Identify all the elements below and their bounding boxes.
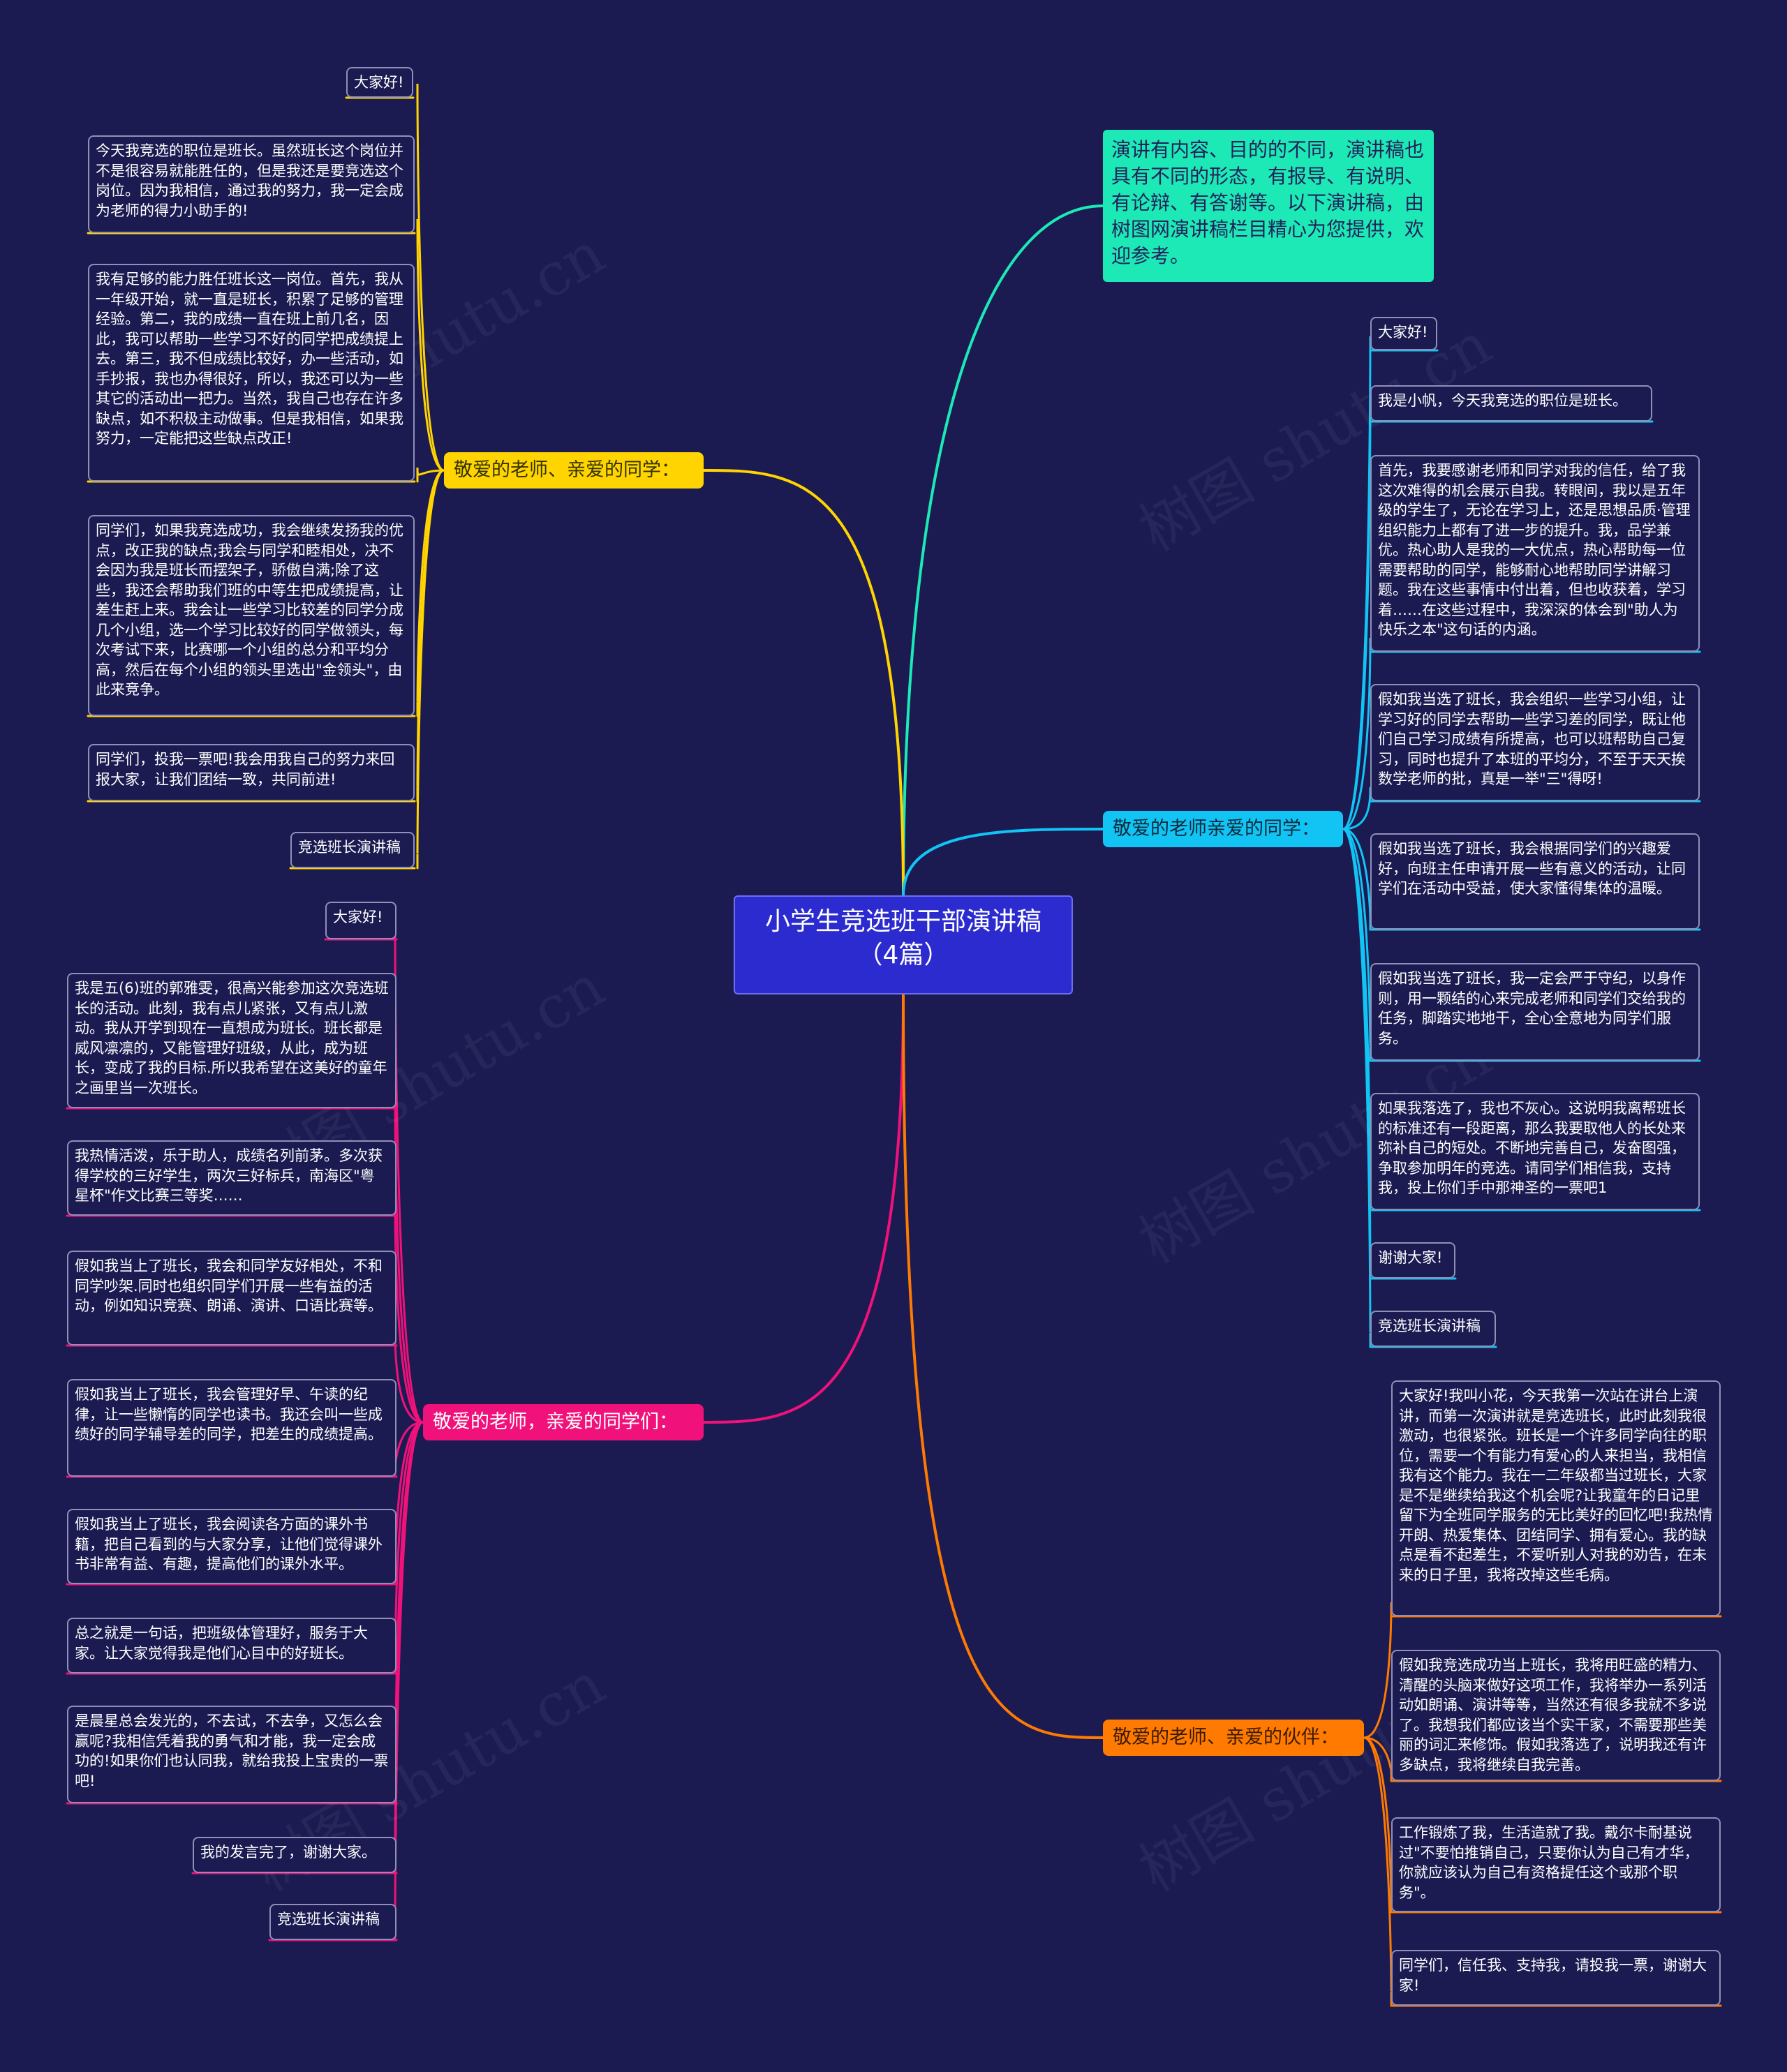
leaf-note[interactable]: 我是小帆，今天我竞选的职位是班长。 (1370, 385, 1652, 422)
leaf-connector (1363, 1602, 1393, 1739)
leaf-connector (1363, 1736, 1393, 2007)
leaf-note[interactable]: 竞选班长演讲稿 (290, 832, 415, 868)
leaf-note[interactable]: 今天我竞选的职位是班长。虽然班长这个岗位并不是很容易就能胜任的，但是我还是要竞选… (88, 135, 415, 233)
leaf-note[interactable]: 假如我竞选成功当上班长，我将用旺盛的精力、清醒的头脑来做好这项工作，我将举办一系… (1391, 1650, 1721, 1781)
leaf-connector (1342, 828, 1372, 931)
leaf-connector (416, 469, 445, 717)
leaf-connector (1363, 1736, 1393, 1782)
leaf-note[interactable]: 谢谢大家! (1370, 1242, 1455, 1279)
leaf-note[interactable]: 大家好! (325, 902, 396, 939)
leaf-note[interactable]: 我有足够的能力胜任班长这一岗位。首先，我从一年级开始，就一直是班长，积累了足够的… (88, 264, 415, 482)
leaf-connector (1342, 828, 1372, 1062)
leaf-note[interactable]: 竞选班长演讲稿 (1370, 1311, 1496, 1347)
leaf-note[interactable]: 同学们，投我一票吧!我会用我自己的努力来回报大家，让我们团结一致，共同前进! (88, 744, 415, 801)
leaf-connector (1342, 828, 1372, 1348)
leaf-note[interactable]: 我的发言完了，谢谢大家。 (193, 1837, 396, 1873)
branch-connector-1 (702, 469, 905, 897)
branch-topic-1[interactable]: 敬爱的老师、亲爱的同学： (444, 452, 704, 489)
branch-topic-4[interactable]: 敬爱的老师、亲爱的伙伴： (1103, 1720, 1364, 1756)
leaf-note[interactable]: 总之就是一句话，把班级体管理好，服务于大家。让大家觉得我是他们心目中的好班长。 (67, 1618, 396, 1674)
leaf-note[interactable]: 假如我当选了班长，我会根据同学们的兴趣爱好，向班主任申请开展一些有意义的活动，让… (1370, 833, 1700, 930)
leaf-note[interactable]: 假如我当选了班长，我会组织一些学习小组，让学习好的同学去帮助一些学习差的同学，既… (1370, 684, 1700, 801)
leaf-note[interactable]: 假如我当上了班长，我会和同学友好相处，不和同学吵架.同时也组织同学们开展一些有益… (67, 1251, 396, 1346)
leaf-note[interactable]: 假如我当上了班长，我会管理好早、午读的纪律，让一些懒惰的同学也读书。我还会叫一些… (67, 1379, 396, 1477)
leaf-connector (394, 1331, 424, 1424)
intro-note[interactable]: 演讲有内容、目的的不同，演讲稿也具有不同的形态，有报导、有说明、有论辩、有答谢等… (1103, 130, 1434, 282)
leaf-note[interactable]: 我是五(6)班的郭雅雯，很高兴能参加这次竞选班长的活动。此刻，我有点儿紧张，又有… (67, 973, 396, 1108)
leaf-connector (416, 83, 445, 472)
leaf-note[interactable]: 同学们，如果我竞选成功，我会继续发扬我的优点，改正我的缺点;我会与同学和睦相处，… (88, 515, 415, 716)
root-topic[interactable]: 小学生竞选班干部演讲稿（4篇） (734, 895, 1073, 994)
leaf-connector (1342, 407, 1372, 830)
leaf-connector (394, 925, 424, 1424)
leaf-note[interactable]: 大家好! (346, 67, 413, 98)
branch-connector-4 (902, 993, 1104, 1739)
leaf-note[interactable]: 假如我当上了班长，我会阅读各方面的课外书籍，把自己看到的与大家分享，让他们觉得课… (67, 1509, 396, 1584)
branch-topic-3[interactable]: 敬爱的老师，亲爱的同学们： (423, 1404, 704, 1440)
leaf-note[interactable]: 工作锻炼了我，生活造就了我。戴尔卡耐基说过"不要怕推销自己，只要你认为自己有才华… (1391, 1817, 1721, 1912)
intro-connector (902, 204, 1104, 897)
leaf-note[interactable]: 如果我落选了，我也不灰心。这说明我离帮班长的标准还有一段距离，那么我要取他人的长… (1370, 1093, 1700, 1210)
leaf-connector (416, 467, 445, 483)
leaf-note[interactable]: 同学们，信任我、支持我，请投我一票，谢谢大家! (1391, 1950, 1721, 2006)
leaf-note[interactable]: 首先，我要感谢老师和同学对我的信任，给了我这次难得的机会展示自我。转眼间，我以是… (1370, 455, 1700, 652)
leaf-note[interactable]: 大家好! (1370, 317, 1437, 350)
leaf-note[interactable]: 大家好!我叫小花，今天我第一次站在讲台上演讲，而第一次演讲就是竞选班长，此时此刻… (1391, 1380, 1721, 1616)
leaf-note[interactable]: 假如我当选了班长，我一定会严于守纪，以身作则，用一颗结的心来完成老师和同学们交给… (1370, 963, 1700, 1061)
leaf-connector (416, 469, 445, 870)
leaf-connector (1342, 637, 1372, 830)
leaf-connector (1363, 1736, 1393, 1914)
branch-connector-3 (702, 993, 905, 1424)
leaf-connector (416, 218, 445, 472)
branch-topic-2[interactable]: 敬爱的老师亲爱的同学： (1103, 811, 1343, 847)
branch-connector-2 (902, 828, 1104, 897)
leaf-connector (1342, 787, 1372, 830)
leaf-note[interactable]: 竞选班长演讲稿 (269, 1904, 396, 1940)
leaf-note[interactable]: 我热情活泼，乐于助人，成绩名列前茅。多次获得学校的三好学生，两次三好标兵，南海区… (67, 1140, 396, 1216)
leaf-note[interactable]: 是晨星总会发光的，不去试，不去争，又怎么会赢呢?我相信凭着我的勇气和才能，我一定… (67, 1706, 396, 1803)
